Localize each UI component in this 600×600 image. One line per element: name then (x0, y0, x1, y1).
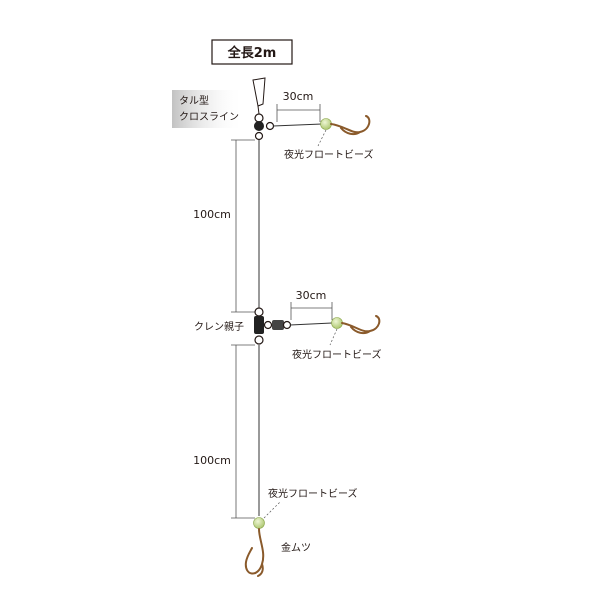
top-branch-dim-label: 30cm (283, 90, 314, 103)
mid-branch-line (289, 322, 333, 326)
lower-trunk-dim-label: 100cm (193, 454, 231, 467)
bead-bottom-label: 夜光フロートビーズ (268, 487, 358, 500)
bead-mid-leader (329, 328, 338, 346)
barrel-swivel-label-1: タル型 (179, 94, 209, 107)
top-snap (252, 77, 266, 115)
bead-top-label: 夜光フロートビーズ (284, 148, 374, 161)
bead-bottom (253, 517, 265, 529)
hook-bottom (244, 528, 265, 577)
bead-top (320, 118, 332, 130)
title-frame (211, 39, 293, 65)
top-branch-line (272, 123, 323, 127)
crane-swivel-label: クレン親子 (194, 320, 244, 333)
title-box: 全長2m (211, 39, 293, 65)
lower-trunk-dimension: 100cm (193, 344, 255, 519)
bead-top-leader (317, 129, 327, 147)
mid-branch-dimension: 30cm (290, 289, 333, 320)
upper-trunk-dimension: 100cm (193, 139, 255, 313)
hook-mid (341, 315, 381, 335)
mid-branch-dim-label: 30cm (296, 289, 327, 302)
top-branch-dimension: 30cm (276, 90, 321, 122)
bead-mid-label: 夜光フロートビーズ (292, 348, 382, 361)
crane-swivel (254, 307, 292, 345)
hook-top (330, 115, 371, 136)
title: 全長2m (227, 45, 277, 61)
upper-trunk-dim-label: 100cm (193, 208, 231, 221)
hook-bottom-label: 金ムツ (281, 541, 311, 554)
barrel-swivel-label-2: クロスライン (179, 111, 239, 123)
bead-mid (331, 317, 343, 329)
bead-bottom-leader (263, 501, 281, 519)
swivel-label-shade (172, 90, 244, 128)
cross-swivel (254, 113, 275, 141)
